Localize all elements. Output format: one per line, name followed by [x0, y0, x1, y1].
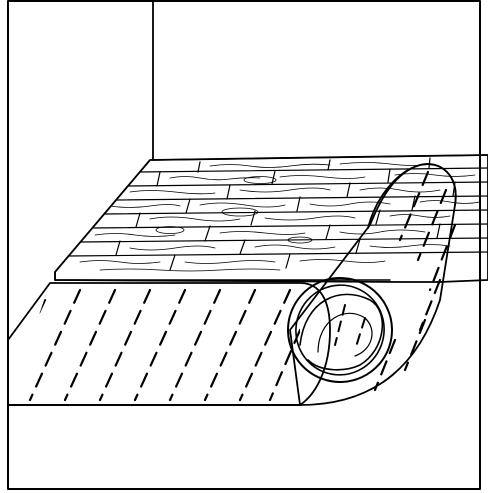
wood-floor: [54, 154, 488, 283]
underlayment-mat: [7, 282, 331, 406]
roll-core: [295, 284, 385, 376]
frame-border: [7, 0, 481, 490]
underlayment-roll: [287, 163, 457, 406]
